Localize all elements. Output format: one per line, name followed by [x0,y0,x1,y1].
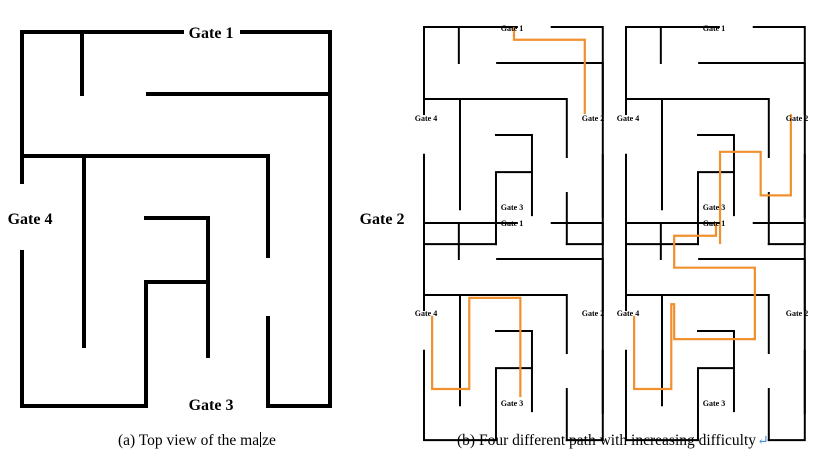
caption-b[interactable]: (b) Four different path with increasing … [457,432,769,450]
gate-2-label-large: Gate 2 [360,211,405,228]
gate-3-label-small-1: Gate 3 [501,203,523,212]
gate-1-label-small-2: Gate 1 [703,24,725,33]
gate-1-label-large: Gate 1 [189,25,234,42]
paragraph-return-icon: ↵ [757,434,769,449]
solution-path-2 [718,114,792,245]
maze-small-3 [423,222,604,442]
gate-2-label-small-3: Gate 2 [582,309,604,318]
gate-4-label-small-3: Gate 4 [415,309,437,318]
gate-2-label-small-1: Gate 2 [582,114,604,123]
gate-2-label-small-4: Gate 2 [786,309,808,318]
caption-a-text-start: (a) Top view of the ma [118,432,260,449]
gate-2-label-small-2: Gate 2 [786,114,808,123]
maze-large [20,30,332,408]
gate-3-label-small-3: Gate 3 [501,399,523,408]
maze-small-2 [625,26,806,246]
solution-path-1 [512,27,586,115]
gate-1-label-small-1: Gate 1 [501,24,523,33]
gate-3-label-large: Gate 3 [189,397,234,414]
gate-4-label-small-4: Gate 4 [617,309,639,318]
solution-path-4 [633,223,756,391]
caption-a-text-end: ze [262,432,276,449]
gate-3-label-small-2: Gate 3 [703,203,725,212]
gate-4-label-large: Gate 4 [8,211,53,228]
maze-small-4 [625,222,806,442]
maze-small-1 [423,26,604,246]
gate-4-label-small-1: Gate 4 [415,114,437,123]
caption-b-text: (b) Four different path with increasing … [457,432,757,449]
gate-3-label-small-4: Gate 3 [703,399,725,408]
gate-1-label-small-3: Gate 1 [501,219,523,228]
text-cursor [260,432,262,447]
solution-path-3 [431,296,522,398]
gate-4-label-small-2: Gate 4 [617,114,639,123]
gate-1-label-small-4: Gate 1 [703,219,725,228]
